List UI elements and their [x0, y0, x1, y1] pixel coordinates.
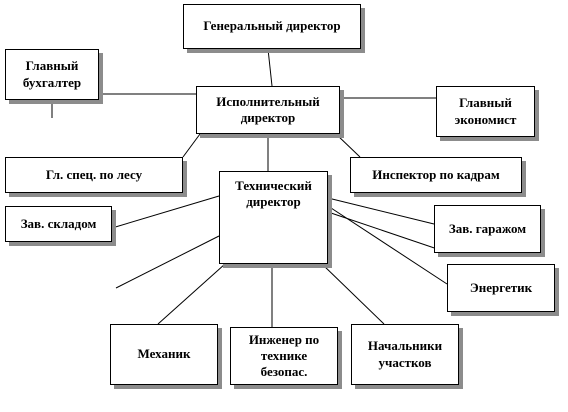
node-technical-director: Технический директор — [219, 171, 328, 264]
node-section-heads: Начальники участков — [351, 324, 459, 385]
node-garage-head: Зав. гаражом — [434, 205, 541, 253]
node-power-engineer: Энергетик — [447, 264, 555, 312]
connector-executive-director-to-forest-specialist — [182, 133, 201, 158]
node-hr-inspector: Инспектор по кадрам — [350, 157, 522, 193]
node-general-director: Генеральный директор — [183, 4, 361, 49]
connector-technical-director-to-garage-head — [327, 197, 435, 225]
node-executive-director: Исполнительный директор — [196, 86, 340, 134]
connector-executive-director-to-hr-inspector — [335, 133, 361, 158]
node-safety-engineer: Инженер по технике безопас. — [230, 327, 338, 385]
stray-connector-3 — [115, 235, 220, 289]
connector-general-director-to-executive-director — [267, 48, 273, 87]
connector-technical-director-to-warehouse-head — [111, 195, 220, 229]
node-warehouse-head: Зав. складом — [5, 206, 112, 242]
connector-technical-director-to-section-heads — [321, 263, 385, 325]
node-chief-accountant: Главный бухгалтер — [5, 49, 99, 100]
node-mechanic: Механик — [110, 324, 218, 385]
node-chief-economist: Главный экономист — [436, 86, 535, 137]
node-forest-specialist: Гл. спец. по лесу — [5, 157, 183, 193]
connector-technical-director-to-mechanic — [157, 263, 226, 325]
